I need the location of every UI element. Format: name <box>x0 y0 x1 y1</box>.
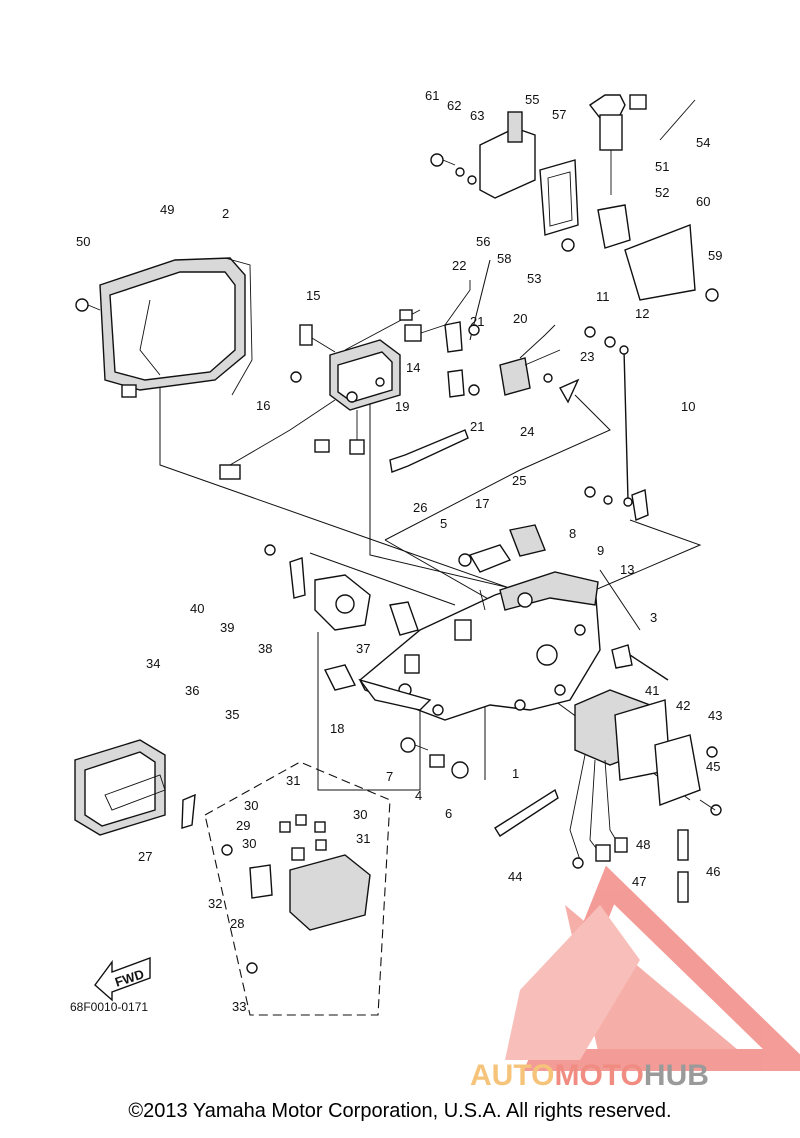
callout-62: 62 <box>447 98 461 113</box>
part-cable-tie-26 <box>389 429 469 473</box>
callout-42: 42 <box>676 698 690 713</box>
callout-27: 27 <box>138 849 152 864</box>
callout-48: 48 <box>636 837 650 852</box>
callout-30-c: 30 <box>242 836 256 851</box>
part-clips-5-17-25 <box>458 524 546 573</box>
part-ignition-14 <box>219 309 421 480</box>
callout-32: 32 <box>208 896 222 911</box>
part-bolt-3 <box>611 644 669 681</box>
watermark-part-hub: HUB <box>644 1059 709 1092</box>
callout-38: 38 <box>258 641 272 656</box>
callout-1: 1 <box>512 766 519 781</box>
callout-24: 24 <box>520 424 534 439</box>
part-plates-37-40 <box>264 544 419 636</box>
callout-30-b: 30 <box>353 807 367 822</box>
part-cable-tie-44 <box>494 788 559 837</box>
callout-23: 23 <box>580 349 594 364</box>
callout-9: 9 <box>597 543 604 558</box>
part-bushings-4-6-7 <box>400 737 469 779</box>
watermark-part-auto: AUTO <box>470 1059 554 1092</box>
callout-26: 26 <box>413 500 427 515</box>
fwd-arrow: FWD <box>94 956 151 1002</box>
callout-29: 29 <box>236 818 250 833</box>
part-relays-19-24 <box>404 280 580 404</box>
callout-63: 63 <box>470 108 484 123</box>
part-switch-18 <box>323 664 432 711</box>
callout-10: 10 <box>681 399 695 414</box>
callout-30-a: 30 <box>244 798 258 813</box>
callout-43: 43 <box>708 708 722 723</box>
callout-5: 5 <box>440 516 447 531</box>
part-relay-group-27 <box>221 814 371 974</box>
callout-56: 56 <box>476 234 490 249</box>
callout-3: 3 <box>650 610 657 625</box>
callout-55: 55 <box>525 92 539 107</box>
watermark-part-moto: MOTO <box>554 1059 643 1092</box>
callout-45: 45 <box>706 759 720 774</box>
callout-59: 59 <box>708 248 722 263</box>
callout-15: 15 <box>306 288 320 303</box>
diagram-code: 68F0010-0171 <box>70 1000 148 1014</box>
callout-20: 20 <box>513 311 527 326</box>
part-cover-34 <box>74 739 196 836</box>
callout-18: 18 <box>330 721 344 736</box>
callout-34: 34 <box>146 656 160 671</box>
callout-53: 53 <box>527 271 541 286</box>
copyright-notice: ©2013 Yamaha Motor Corporation, U.S.A. A… <box>128 1100 672 1122</box>
watermark-wordmark: AUTOMOTOHUB <box>470 1059 709 1092</box>
callout-60: 60 <box>696 194 710 209</box>
part-upper-group <box>430 94 719 302</box>
callout-25: 25 <box>512 473 526 488</box>
callout-47: 47 <box>632 874 646 889</box>
callout-41: 41 <box>645 683 659 698</box>
callout-8: 8 <box>569 526 576 541</box>
part-bracket-1 <box>359 571 601 721</box>
callout-31-a: 31 <box>286 773 300 788</box>
callout-labels: 1 2 3 4 5 6 7 8 9 10 11 12 13 14 15 16 1… <box>76 88 722 1014</box>
callout-49: 49 <box>160 202 174 217</box>
callout-46: 46 <box>706 864 720 879</box>
callout-50: 50 <box>76 234 90 249</box>
callout-57: 57 <box>552 107 566 122</box>
callout-28: 28 <box>230 916 244 931</box>
callout-22: 22 <box>452 258 466 273</box>
callout-11: 11 <box>596 289 610 304</box>
part-cover-49 <box>99 257 253 398</box>
callout-61: 61 <box>425 88 439 103</box>
callout-52: 52 <box>655 185 669 200</box>
callout-54: 54 <box>696 135 710 150</box>
callout-12: 12 <box>635 306 649 321</box>
callout-40: 40 <box>190 601 204 616</box>
callout-37: 37 <box>356 641 370 656</box>
callout-44: 44 <box>508 869 522 884</box>
part-bolt-50 <box>75 298 101 312</box>
callout-14: 14 <box>406 360 420 375</box>
callout-58: 58 <box>497 251 511 266</box>
callout-4: 4 <box>415 788 422 803</box>
callout-17: 17 <box>475 496 489 511</box>
callout-36: 36 <box>185 683 199 698</box>
part-rod-10 <box>584 326 649 521</box>
callout-31-b: 31 <box>356 831 370 846</box>
callout-35: 35 <box>225 707 239 722</box>
callout-13: 13 <box>620 562 634 577</box>
callout-7: 7 <box>386 769 393 784</box>
callout-33: 33 <box>232 999 246 1014</box>
callout-51: 51 <box>655 159 669 174</box>
callout-21-lower: 21 <box>470 419 484 434</box>
callout-6: 6 <box>445 806 452 821</box>
part-cdi-41-48 <box>569 689 722 903</box>
callout-2: 2 <box>222 206 229 221</box>
watermark-logo <box>505 865 800 1071</box>
callout-16: 16 <box>256 398 270 413</box>
callout-21-upper: 21 <box>470 314 484 329</box>
callout-19: 19 <box>395 399 409 414</box>
callout-39: 39 <box>220 620 234 635</box>
